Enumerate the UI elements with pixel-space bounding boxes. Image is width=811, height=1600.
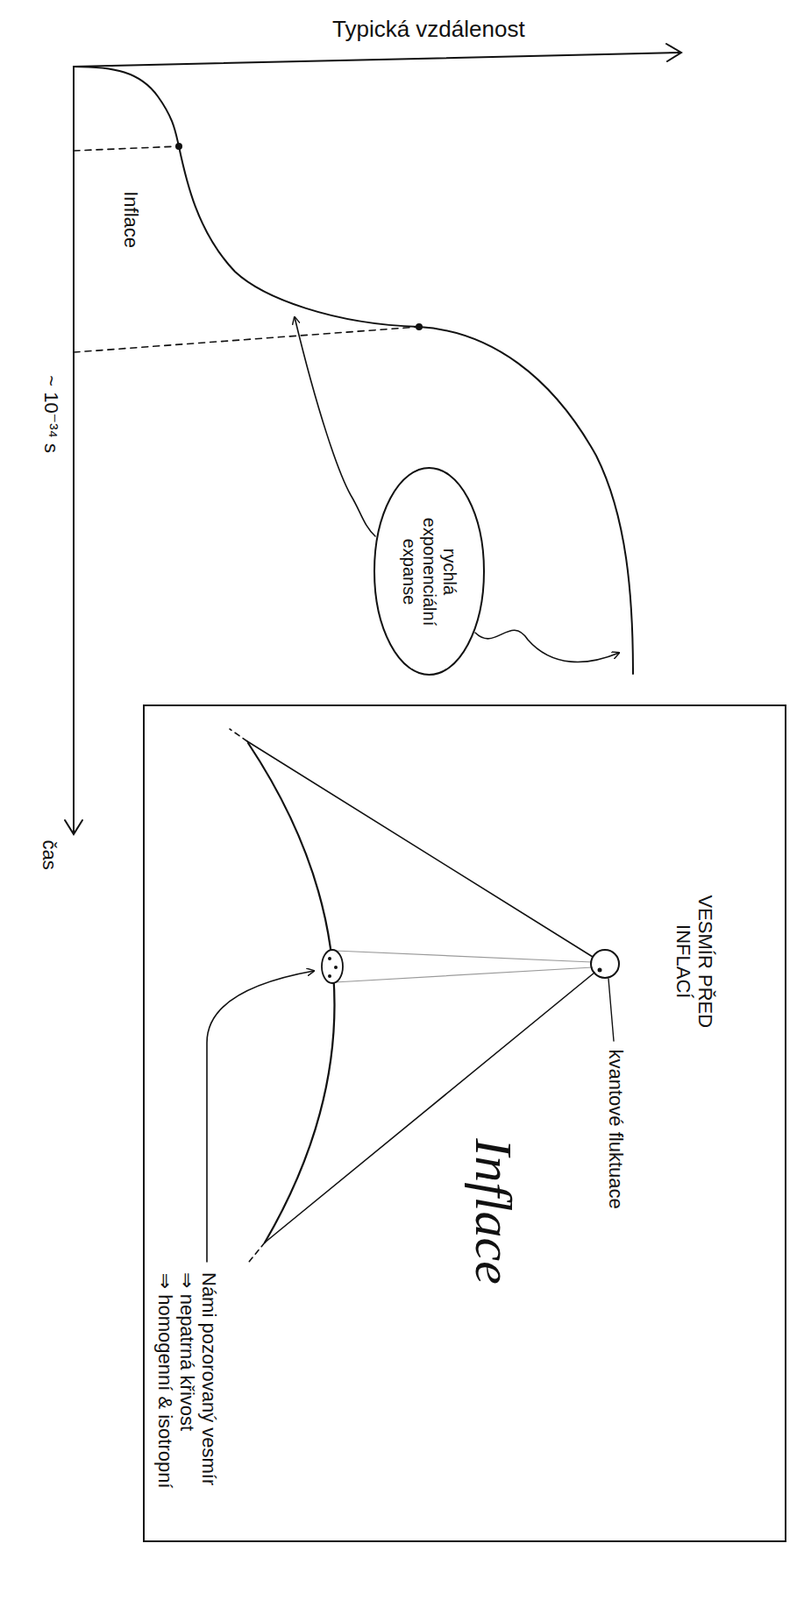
cone-line: [247, 741, 593, 958]
callout-bubble: rychlá exponenciální expanse: [372, 466, 486, 677]
curve-dot: [415, 323, 423, 331]
scale-curve: [73, 66, 634, 675]
leader-line: [608, 979, 614, 1042]
distance-axis: [73, 52, 680, 67]
conclusion-label: ⇒ nepatrná křivost: [175, 1273, 198, 1432]
conclusion-label: ⇒ homogenní & isotropní: [153, 1273, 176, 1489]
pre-inflation-universe: [590, 950, 619, 979]
expanded-universe-arc: [248, 743, 335, 1244]
phase-label: Inflace: [119, 191, 142, 249]
axis-label: Typická vzdálenost: [332, 16, 526, 43]
faint-cone-line: [334, 951, 592, 963]
panel-title: Inflace: [462, 1138, 523, 1286]
galaxy-dot: [327, 957, 332, 961]
galaxy-dot: [327, 974, 332, 979]
galaxy-dot: [334, 966, 338, 970]
dashed-guide: [73, 327, 420, 353]
time-axis: [72, 66, 75, 833]
leader-arrow: [475, 630, 619, 662]
fluctuation-label: kvantové fluktuace: [604, 1049, 627, 1210]
leader-arrow: [206, 971, 314, 1263]
observed-universe-patch: [321, 950, 343, 984]
observed-label: Námi pozorovaný vesmír: [198, 1273, 221, 1487]
bubble-ellipse: [374, 468, 484, 676]
axis-label: čas: [37, 839, 60, 870]
faint-cone-line: [334, 967, 593, 983]
curve-dot: [175, 142, 183, 150]
panel-box: Inflace VESMÍR PŘED INFLACÍ kvantové flukt…: [142, 704, 787, 1544]
cone-line-dashed: [229, 729, 248, 742]
callout-text: rychlá exponenciální expanse: [398, 510, 460, 634]
fluctuation-dot: [597, 968, 603, 974]
leader-arrow: [294, 317, 376, 537]
axis-arrowhead: [666, 43, 682, 62]
cone-line: [264, 973, 595, 1244]
universe-label: VESMÍR PŘED INFLACÍ: [672, 893, 718, 1031]
axis-arrowhead: [64, 820, 83, 835]
time-mark: ~ 10⁻³⁴ s: [39, 375, 62, 454]
dashed-guide: [73, 146, 179, 151]
cone-line-dashed: [248, 1243, 265, 1263]
